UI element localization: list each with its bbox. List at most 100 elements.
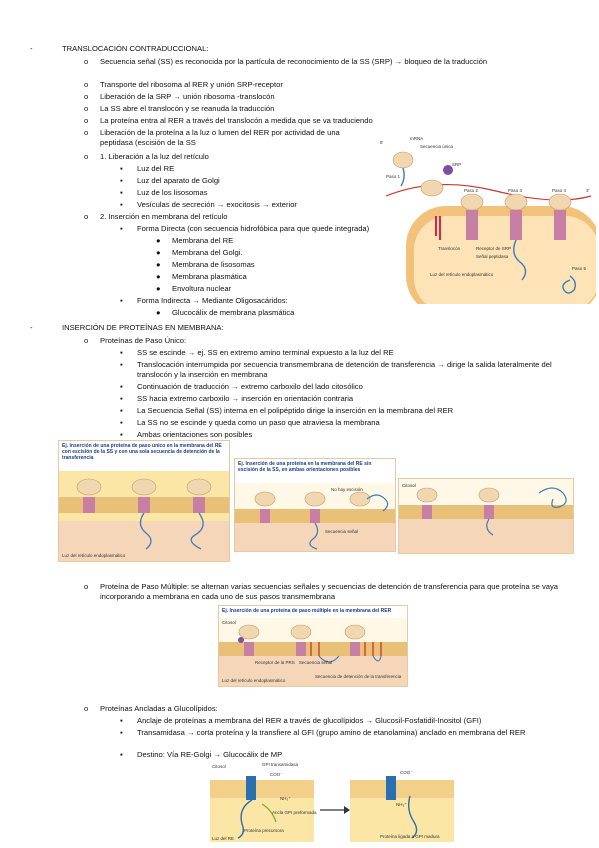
srp-translocation-svg: 5' 3' SRP Paso 1 Paso 2 Paso 3 Paso 4 Pa… xyxy=(380,136,599,316)
list-item: 1. Liberación a la luz del retículo xyxy=(100,152,209,161)
sub-sub-list-item: Membrana del RE xyxy=(172,236,234,245)
sub-sub-list-item: Membrana de lisosomas xyxy=(172,260,255,269)
figure-title: Ej. Inserción de una proteína en la memb… xyxy=(238,461,372,473)
label-er-lumen: Luz del retículo endoplasmático xyxy=(62,553,126,558)
dot-bullet: ● xyxy=(156,272,161,281)
label-paso4: Paso 4 xyxy=(552,188,567,193)
label-srp-receptor: Receptor de SRP xyxy=(476,246,511,251)
list-bullet: o xyxy=(84,152,89,161)
sub-list-item: Luz del RE xyxy=(137,164,175,173)
srp-receptor xyxy=(435,216,441,240)
list-bullet: o xyxy=(84,336,89,345)
dot-bullet: ● xyxy=(156,284,161,293)
srp-particle xyxy=(443,165,453,175)
list-item-paso-multiple: Proteína de Paso Múltiple: se alternan v… xyxy=(100,582,559,601)
section-title-translocacion: TRANSLOCACIÓN CONTRADUCCIONAL: xyxy=(62,44,209,53)
figure-title: Ej. Inserción de una proteína de paso mú… xyxy=(222,608,392,614)
list-bullet: o xyxy=(84,57,89,66)
list-item: La proteína entra al RER a través del tr… xyxy=(100,116,373,125)
sub-list-item: SS se escinde → ej. SS en extremo amino … xyxy=(137,348,394,357)
figure-1-svg: Luz del retículo endoplasmático xyxy=(59,471,229,561)
label-citosol: Citosol xyxy=(222,620,236,625)
label-proteina-madura: Proteína ligada a GPI madura xyxy=(380,834,440,839)
sub-sub-list-item: Membrana plasmática xyxy=(172,272,247,281)
list-bullet: o xyxy=(84,104,89,113)
list-bullet: o xyxy=(84,116,89,125)
label-nh3: NH₃⁺ xyxy=(280,796,291,801)
figure-paso-unico-sin-escision: Ej. Inserción de una proteína en la memb… xyxy=(234,458,396,552)
sub-list-item: Forma Directa (con secuencia hidrofóbica… xyxy=(137,224,370,233)
list-bullet: o xyxy=(84,212,89,221)
sub-list-item: Anclaje de proteínas a membrana del RER … xyxy=(137,716,482,725)
gpi-transamidase xyxy=(246,776,256,800)
nascent-chain xyxy=(400,167,405,187)
figure-gpi-anclaje: Citosol GPI transamidasa COO⁻ NH₃⁺ Ancla… xyxy=(210,760,454,842)
label-no-escision: No hay escisión xyxy=(331,487,363,492)
label-secuencia-senal: Secuencia señal xyxy=(325,529,358,534)
square-bullet: ▪ xyxy=(120,728,123,737)
label-3prime: 3' xyxy=(586,188,590,193)
label-luz-re: Luz del RE xyxy=(212,836,234,841)
list-item-paso-unico: Proteínas de Paso Único: xyxy=(100,336,187,345)
er-lumen-shape xyxy=(414,216,599,312)
protein-chain xyxy=(513,239,527,281)
list-bullet: o xyxy=(84,92,89,101)
square-bullet: ▪ xyxy=(120,348,123,357)
sub-list-item: Transamidasa → corta proteína y la trans… xyxy=(137,728,526,737)
label-nh3-2: NH₃⁺ xyxy=(396,802,407,807)
label-er-lumen: Luz del retículo endoplasmático xyxy=(430,272,494,277)
sub-sub-list-item: Envoltura nuclear xyxy=(172,284,232,293)
sub-list-item: Luz de los lisosomas xyxy=(137,188,208,197)
square-bullet: ▪ xyxy=(120,360,123,369)
sub-list-item: Luz del aparato de Golgi xyxy=(137,176,220,185)
dot-bullet: ● xyxy=(156,236,161,245)
list-item: Liberación de la proteína a la luz o lum… xyxy=(100,128,340,147)
sub-list-item: Translocación interrumpida por secuencia… xyxy=(137,360,552,379)
label-proteina-precursora: Proteína precursora xyxy=(244,828,284,833)
list-bullet: o xyxy=(84,582,89,591)
label-paso1: Paso 1 xyxy=(386,174,401,179)
label-paso2: Paso 2 xyxy=(464,188,479,193)
label-paso5: Paso 5 xyxy=(572,266,587,271)
translocon-3 xyxy=(554,210,566,240)
square-bullet: ▪ xyxy=(120,418,123,427)
label-signal-peptidase: Señal peptidasa xyxy=(476,254,509,259)
label-receptor-prs: Receptor de la PRS xyxy=(255,660,295,665)
square-bullet: ▪ xyxy=(120,716,123,725)
square-bullet: ▪ xyxy=(120,176,123,185)
list-item: La SS abre el translocón y se reanuda la… xyxy=(100,104,275,113)
ribosome-4 xyxy=(504,193,528,211)
gpi-svg: Citosol GPI transamidasa COO⁻ NH₃⁺ Ancla… xyxy=(210,760,454,842)
dot-bullet: ● xyxy=(156,260,161,269)
figure-3-svg: Citosol xyxy=(399,479,573,553)
list-bullet: o xyxy=(84,704,89,713)
label-mrna: mRNA xyxy=(410,136,423,141)
arrow-head xyxy=(344,806,350,814)
label-srp: SRP xyxy=(452,162,461,167)
square-bullet: ▪ xyxy=(120,224,123,233)
sub-list-item: Forma Indirecta → Mediante Oligosacárido… xyxy=(137,296,288,305)
section-bullet: - xyxy=(30,323,33,332)
list-item: Secuencia señal (SS) es reconocida por l… xyxy=(100,57,488,66)
section-bullet: - xyxy=(30,44,33,53)
label-detencion: Secuencia de detención de la transferenc… xyxy=(315,674,402,679)
sub-list-item: La SS no se escinde y queda como un paso… xyxy=(137,418,380,427)
figure-paso-unico-escision: Ej. Inserción de una proteína de paso ún… xyxy=(58,440,230,562)
label-ancla-gpi: Ancla GPI preformada xyxy=(272,810,317,815)
square-bullet: ▪ xyxy=(120,200,123,209)
label-paso3: Paso 3 xyxy=(508,188,523,193)
translocon-2 xyxy=(510,210,522,240)
label-citosol: Citosol xyxy=(402,483,416,488)
folded-protein xyxy=(562,275,577,294)
label-translocon: Translocón xyxy=(438,246,461,251)
sub-sub-list-item: Membrana del Golgi. xyxy=(172,248,243,257)
square-bullet: ▪ xyxy=(120,750,123,759)
dot-bullet: ● xyxy=(156,248,161,257)
ribosome-3 xyxy=(460,193,484,211)
square-bullet: ▪ xyxy=(120,430,123,439)
figure-paso-multiple: Ej. Inserción de una proteína de paso mú… xyxy=(218,605,408,687)
sub-list-item: Ambas orientaciones son posibles xyxy=(137,430,253,439)
ribosome-1 xyxy=(392,151,414,169)
sub-list-item: Continuación de traducción → extremo car… xyxy=(137,382,363,391)
list-item: Liberación de la SRP → unión ribosoma -t… xyxy=(100,92,275,101)
